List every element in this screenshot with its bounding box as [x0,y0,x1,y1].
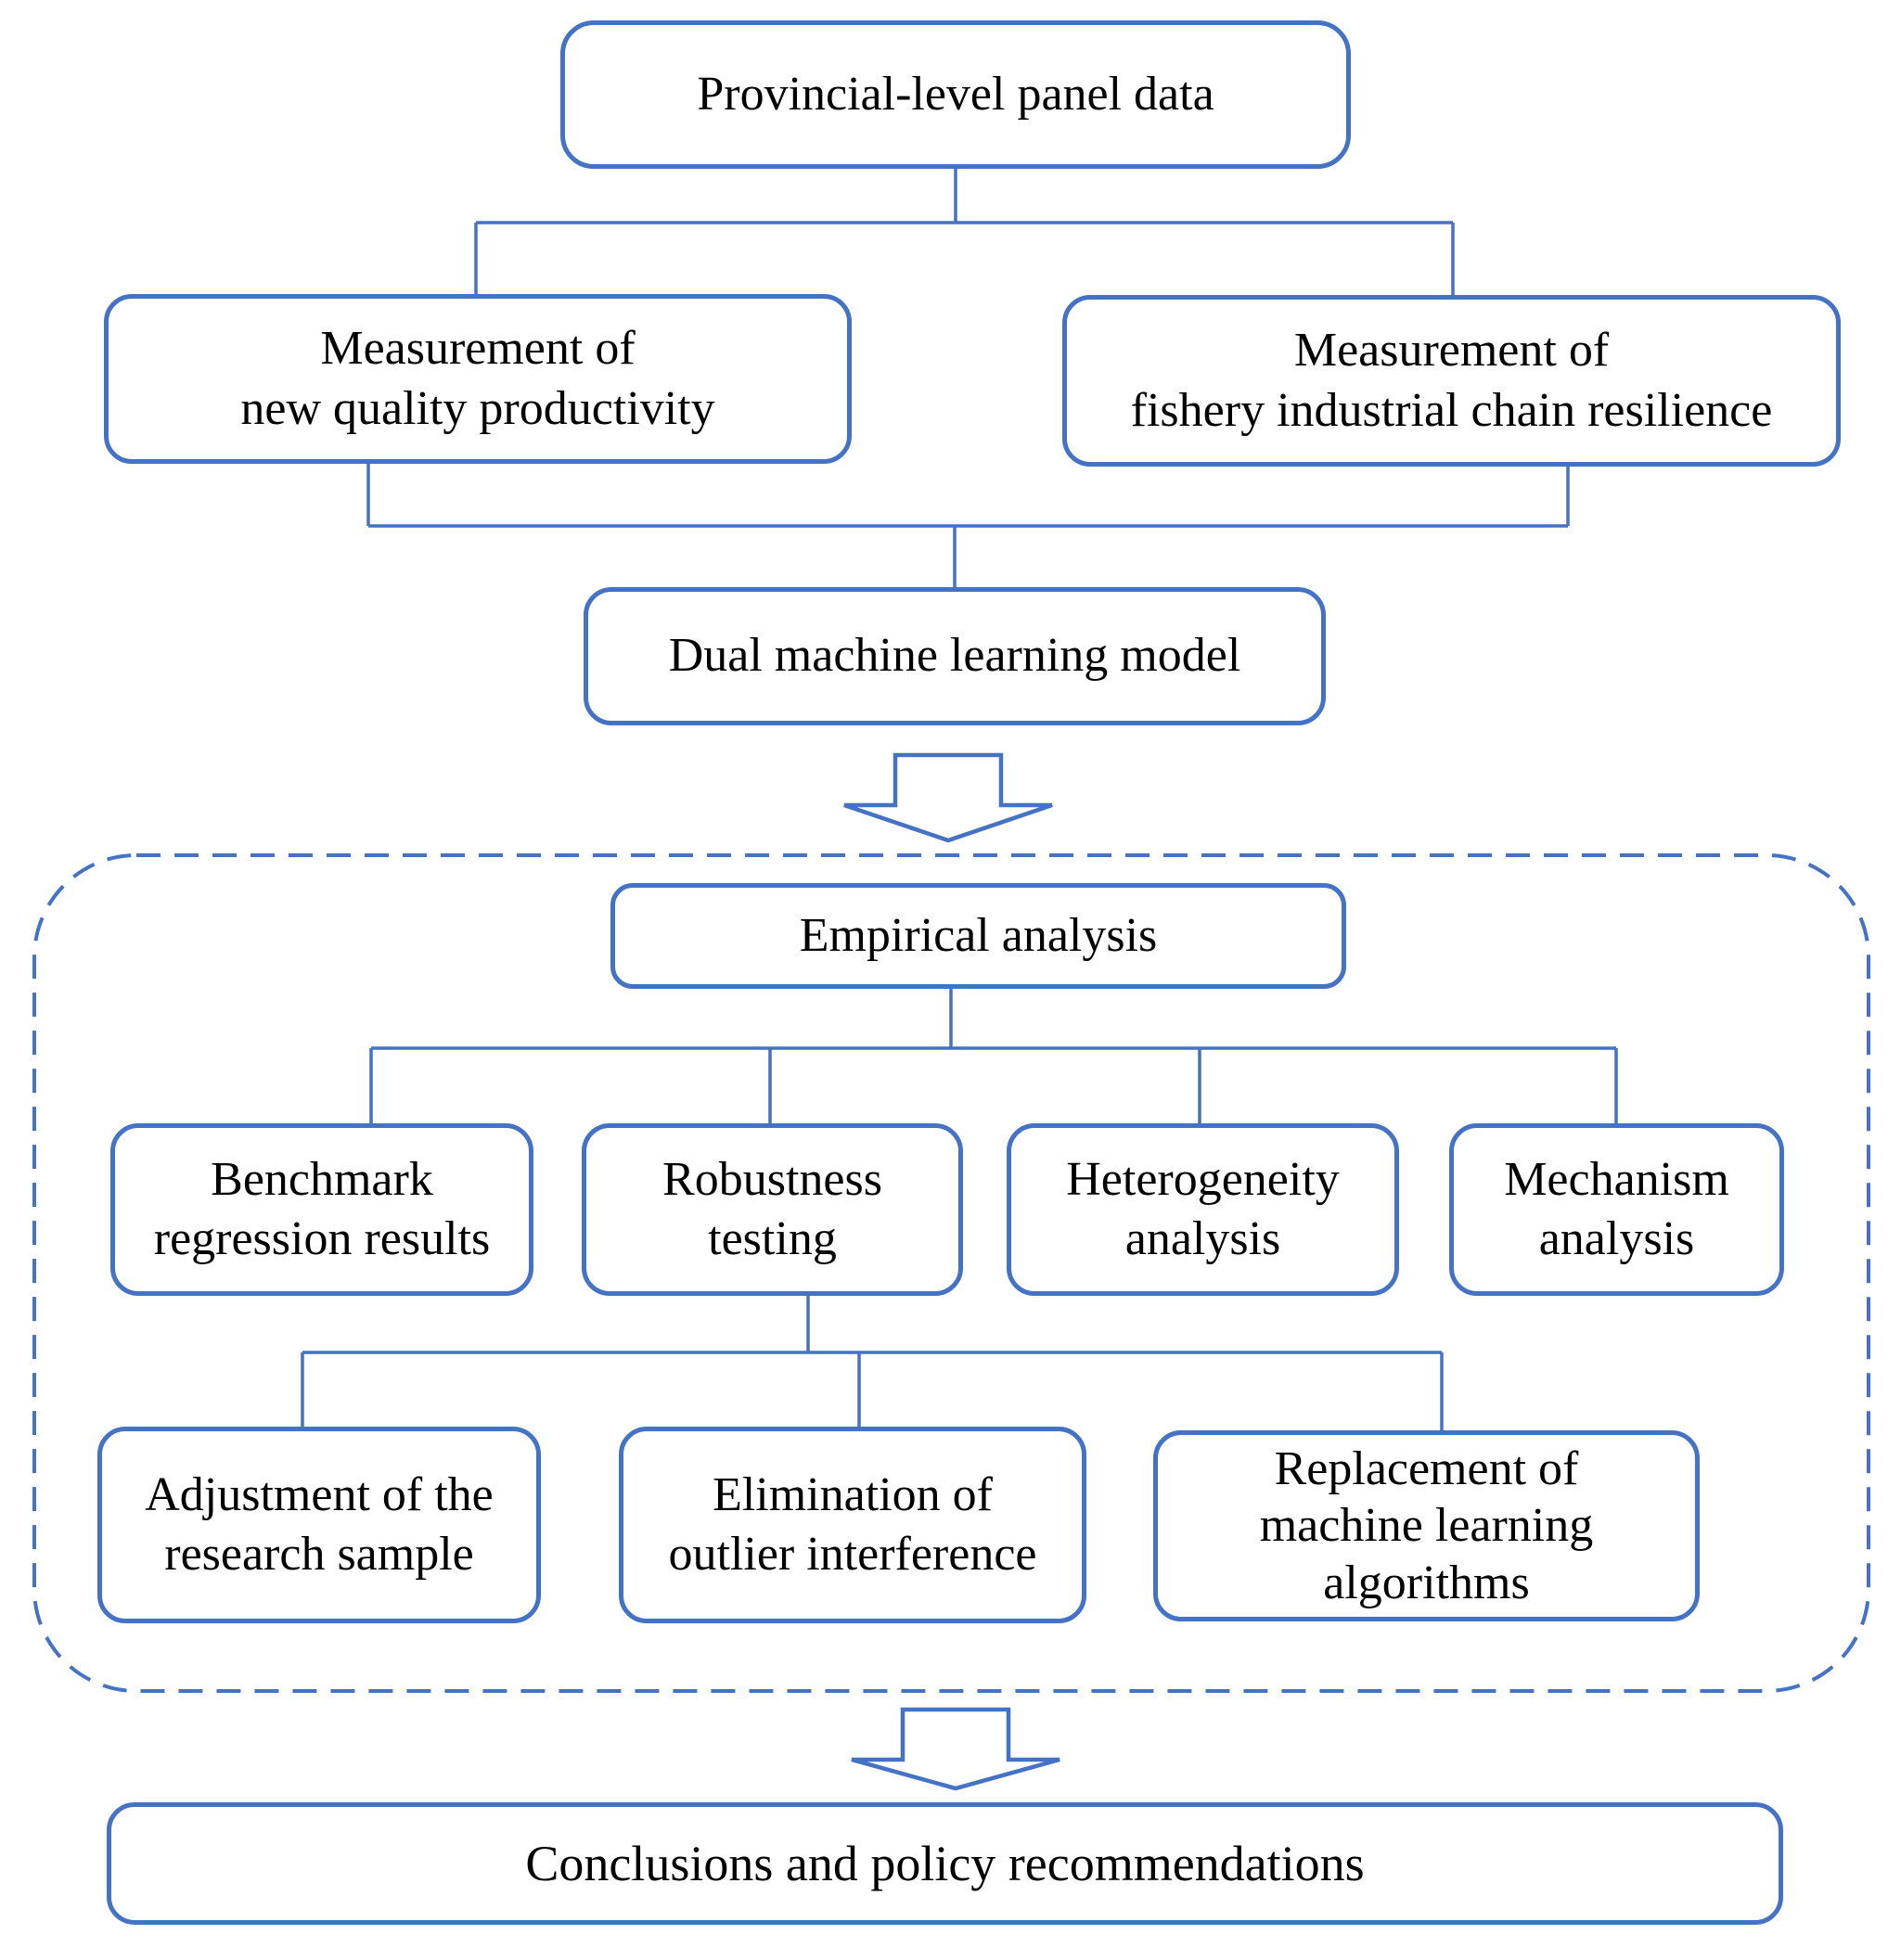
node-empirical-analysis: Empirical analysis [610,883,1346,989]
node-adjustment-research-sample: Adjustment of the research sample [97,1427,541,1623]
node-heterogeneity-analysis: Heterogeneity analysis [1007,1123,1399,1296]
node-replacement-ml-algorithms: Replacement of machine learning algorith… [1153,1430,1700,1621]
node-elimination-outlier-interference: Elimination of outlier interference [619,1427,1086,1623]
connector-line [301,169,1618,1430]
node-dual-machine-learning-model: Dual machine learning model [584,587,1326,725]
node-conclusions-policy-recommendations: Conclusions and policy recommendations [107,1802,1783,1925]
node-measurement-fishery-chain-resilience: Measurement of fishery industrial chain … [1062,295,1841,467]
node-robustness-testing: Robustness testing [582,1123,963,1296]
node-mechanism-analysis: Mechanism analysis [1449,1123,1784,1296]
down-block-arrow-icon [851,1707,1060,1791]
down-block-arrow-icon [843,752,1053,843]
node-measurement-new-quality-productivity: Measurement of new quality productivity [104,294,852,464]
node-benchmark-regression-results: Benchmark regression results [110,1123,533,1296]
dashed-group-boundary [32,853,1870,1693]
node-provincial-panel-data: Provincial-level panel data [560,20,1351,169]
